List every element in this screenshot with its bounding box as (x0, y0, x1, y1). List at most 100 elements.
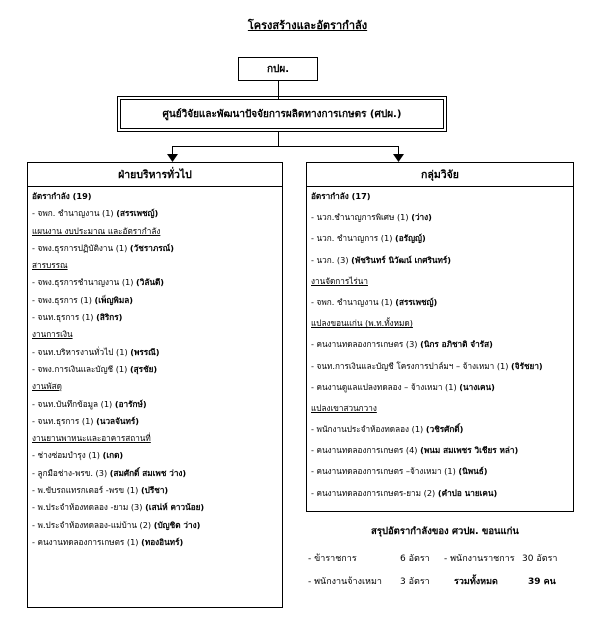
summary-gov-value: 6 อัตรา (400, 554, 430, 564)
staff-names: (วัชราภรณ์) (129, 242, 174, 253)
summary-row: - ข้าราชการ 6 อัตรา - พนักงานราชการ 30 อ… (300, 551, 590, 565)
summary-gov-label: - ข้าราชการ (308, 554, 357, 564)
row-text: งานการเงิน (32, 329, 73, 340)
staff-count-heading: อัตรากำลัง (17) (311, 191, 569, 201)
section-heading: แปลงขอนแก่น (พ.ท.ทั้งหมด) (311, 318, 569, 328)
staff-names: (สิริกร) (96, 312, 123, 323)
row-text: - จพง.การเงินและบัญชี (1) (32, 363, 128, 374)
section-heading: งานจัดการไร่นา (311, 276, 569, 286)
staff-row: - นวก. (3) (พัชรินทร์ นิวัฒน์ เกศรินทร์) (311, 255, 569, 265)
research-group-list: อัตรากำลัง (17) - นวก.ชำนาญการพิเศษ (1) (… (307, 187, 573, 498)
staff-names: (นิพนธ์) (458, 466, 488, 477)
top-unit-box: กปผ. (238, 57, 318, 81)
row-text: - คนงานดูแลแปลงทดลอง – จ้างเหมา (1) (311, 381, 457, 392)
staff-names: (นวลจันทร์) (96, 415, 139, 426)
row-text: - นวก. (3) (311, 254, 349, 265)
section-heading: แปลงเขาสวนกวาง (311, 403, 569, 413)
staff-row: - จนท.บริหารงานทั่วไป (1) (พรรณี) (32, 347, 278, 357)
staff-names: (สรรเพชญ์) (395, 296, 438, 307)
staff-names: (อรัญญ์) (395, 233, 426, 244)
row-text: - จพก. ชำนาญงาน (1) (311, 296, 393, 307)
staff-row: - คนงานทดลองการเกษตร-ยาม (2) (คำปอ นายเค… (311, 488, 569, 498)
summary-emp-label: - พนักงานราชการ (444, 554, 515, 564)
admin-division-header: ฝ่ายบริหารทั่วไป (28, 163, 282, 187)
staff-row: - นวก.ชำนาญการพิเศษ (1) (ว่าง) (311, 212, 569, 222)
research-group-header: กลุ่มวิจัย (307, 163, 573, 187)
staff-names: (วชิรศักดิ์) (425, 424, 464, 435)
research-group-panel: กลุ่มวิจัย อัตรากำลัง (17) - นวก.ชำนาญการ… (306, 162, 574, 512)
staff-names: (เพ็ญพิมล) (94, 294, 133, 305)
staff-row: - จพก. ชำนาญงาน (1) (สรรเพชญ์) (311, 297, 569, 307)
summary-row: - พนักงานจ้างเหมา 3 อัตรา รวมทั้งหมด 39 … (300, 574, 590, 588)
row-text: - คนงานทดลองการเกษตร-ยาม (2) (311, 487, 436, 498)
row-text: - จนท.บริหารงานทั่วไป (1) (32, 346, 128, 357)
staff-row: - คนงานทดลองการเกษตร –จ้างเหมา (1) (นิพน… (311, 466, 569, 476)
row-text: - จนท.ธุรการ (1) (32, 312, 94, 323)
staff-names: (อารักษ์) (114, 398, 147, 409)
staff-row: - ลูกมือช่าง-พรข. (3) (สมศักดิ์ สมเพช ว่… (32, 468, 278, 478)
top-unit-label: กปผ. (266, 63, 290, 75)
connector-line (172, 146, 173, 158)
staff-row: - จนท.ธุรการ (1) (สิริกร) (32, 312, 278, 322)
staff-names: (ปรีชา) (140, 485, 169, 496)
section-heading: สารบรรณ (32, 260, 278, 270)
row-text: สารบรรณ (32, 260, 68, 271)
row-text: - พ.ประจำห้องทดลอง -ยาม (3) (32, 502, 143, 513)
admin-division-panel: ฝ่ายบริหารทั่วไป อัตรากำลัง (19) - จพก. ช… (27, 162, 283, 608)
summary-emp-value: 30 อัตรา (522, 554, 558, 564)
staffing-summary: สรุปอัตรากำลังของ ศวปผ. ขอนแก่น - ข้าราช… (300, 524, 590, 597)
row-text: - จพง.ธุรการ (1) (32, 294, 92, 305)
row-text: อัตรากำลัง (19) (32, 191, 92, 201)
staff-row: - พ.ขับรถแทรกเตอร์ -พรข (1) (ปรีชา) (32, 485, 278, 495)
row-text: งานยานพาหนะและอาคารสถานที่ (32, 433, 151, 444)
row-text: - คนงานทดลองการเกษตร (3) (311, 339, 418, 350)
staff-names: (นางเคน) (459, 381, 495, 392)
row-text: - คนงานทดลองการเกษตร (1) (32, 536, 139, 547)
staff-names: (พนม สมเพชร วิเชียร หล่า) (420, 445, 519, 456)
staff-names: (ว่าง) (411, 212, 432, 223)
center-unit-label: ศูนย์วิจัยและพัฒนาปัจจัยการผลิตทางการเกษ… (162, 108, 402, 120)
section-heading: แผนงาน งบประมาณ และอัตรากำลัง (32, 226, 278, 236)
staff-row: - ช่างซ่อมบำรุง (1) (เกด) (32, 450, 278, 460)
row-text: - จพก. ชำนาญงาน (1) (32, 208, 114, 219)
staff-names: (สุรชัย) (129, 363, 158, 374)
summary-total-label: รวมทั้งหมด (454, 577, 498, 587)
staff-names: (เสน่ห์ คาวน้อย) (145, 502, 205, 513)
staff-row: - คนงานดูแลแปลงทดลอง – จ้างเหมา (1) (นาง… (311, 382, 569, 392)
row-text: - จนท.บันทึกข้อมูล (1) (32, 398, 113, 409)
row-text: - พ.ขับรถแทรกเตอร์ -พรข (1) (32, 485, 139, 496)
summary-title: สรุปอัตรากำลังของ ศวปผ. ขอนแก่น (371, 526, 519, 537)
row-text: - คนงานทดลองการเกษตร (4) (311, 445, 418, 456)
staff-row: - พ.ประจำห้องทดลอง-แม่บ้าน (2) (บัญชิต ว… (32, 520, 278, 530)
section-heading: งานการเงิน (32, 329, 278, 339)
staff-names: (บัญชิต ว่าง) (153, 519, 201, 530)
admin-division-list: อัตรากำลัง (19) - จพก. ชำนาญงาน (1) (สรรเ… (28, 187, 282, 547)
staff-row: - จนท.การเงินและบัญชี โครงการปาล์มฯ – จ้… (311, 361, 569, 371)
staff-row: - จพง.การเงินและบัญชี (1) (สุรชัย) (32, 364, 278, 374)
staff-names: (พรรณี) (130, 346, 160, 357)
center-unit-box: ศูนย์วิจัยและพัฒนาปัจจัยการผลิตทางการเกษ… (117, 96, 447, 132)
row-text: - นวก. ชำนาญการ (1) (311, 233, 393, 244)
arrow-down-icon (167, 154, 178, 162)
section-heading: งานพัสดุ (32, 381, 278, 391)
page-title: โครงสร้างและอัตรากำลัง (247, 19, 368, 32)
staff-row: - พนักงานประจำห้องทดลอง (1) (วชิรศักดิ์) (311, 424, 569, 434)
row-text: - ลูกมือช่าง-พรข. (3) (32, 467, 108, 478)
row-text: - จนท.ธุรการ (1) (32, 415, 94, 426)
staff-row: - คนงานทดลองการเกษตร (1) (ทองอินทร์) (32, 537, 278, 547)
row-text: งานจัดการไร่นา (311, 275, 368, 286)
connector-line (278, 131, 279, 147)
connector-line (278, 81, 279, 99)
row-text: - พนักงานประจำห้องทดลอง (1) (311, 424, 424, 435)
row-text: - นวก.ชำนาญการพิเศษ (1) (311, 212, 409, 223)
staff-row: - นวก. ชำนาญการ (1) (อรัญญ์) (311, 233, 569, 243)
staff-names: (พัชรินทร์ นิวัฒน์ เกศรินทร์) (351, 254, 451, 265)
staff-row: - จพง.ธุรการ (1) (เพ็ญพิมล) (32, 295, 278, 305)
section-heading: งานยานพาหนะและอาคารสถานที่ (32, 433, 278, 443)
row-text: - ช่างซ่อมบำรุง (1) (32, 450, 100, 461)
row-text: - จพง.ธุรการปฏิบัติงาน (1) (32, 242, 128, 253)
staff-row: - จนท.ธุรการ (1) (นวลจันทร์) (32, 416, 278, 426)
staff-names: (สรรเพชญ์) (116, 208, 159, 219)
staff-names: (วิลันดี) (136, 277, 165, 288)
staff-row: - จพง.ธุรการชำนาญงาน (1) (วิลันดี) (32, 277, 278, 287)
